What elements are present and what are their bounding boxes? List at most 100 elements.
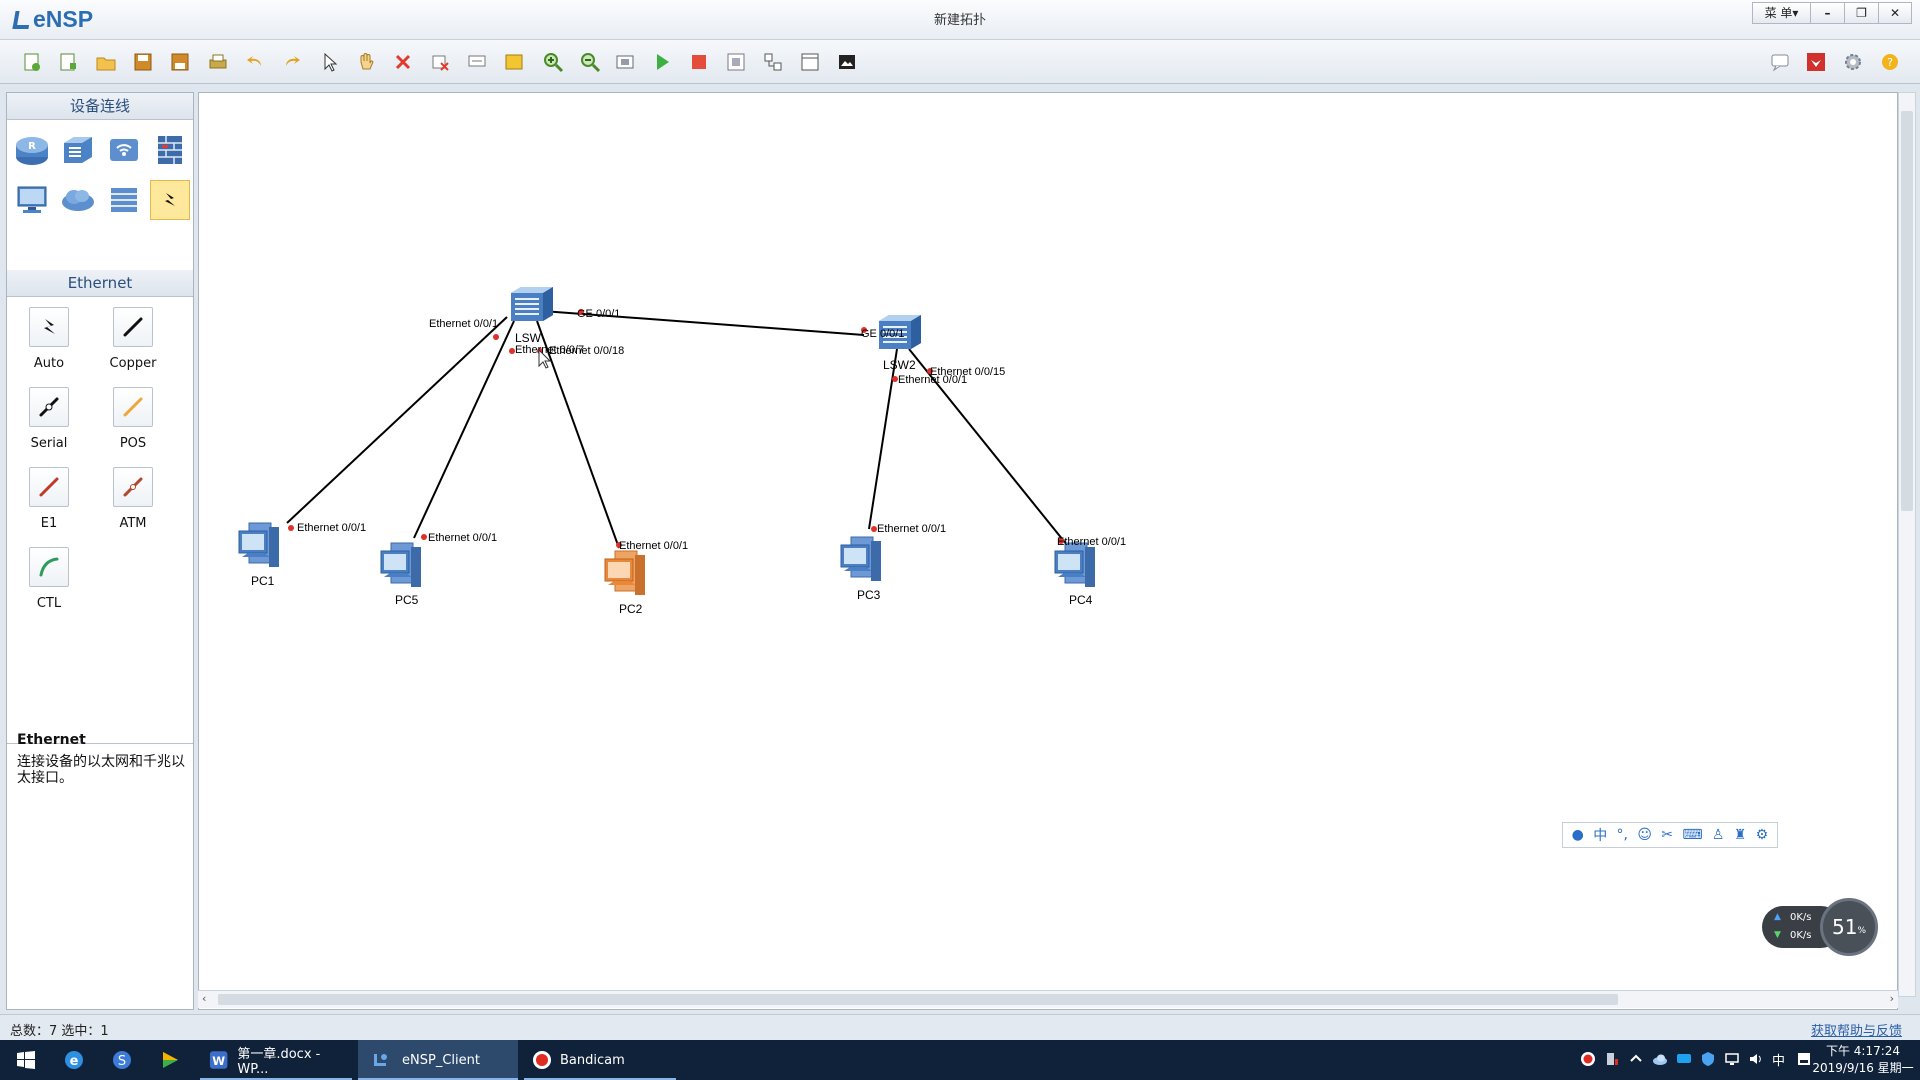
wireless-category[interactable] (104, 130, 144, 170)
palette-button[interactable] (499, 48, 529, 76)
link-lsw1-pc1[interactable] (286, 316, 508, 524)
tray-record-icon[interactable] (1580, 1051, 1596, 1067)
new-example-button[interactable] (53, 48, 83, 76)
tray-notification-icon[interactable] (1796, 1051, 1812, 1067)
select-button[interactable] (314, 48, 344, 76)
window-controls: 菜 单▾ – ❐ ✕ (1752, 2, 1912, 24)
scroll-right-icon[interactable]: › (1889, 992, 1894, 1005)
pc5-device[interactable] (380, 542, 422, 588)
tray-chat-icon[interactable] (1676, 1051, 1692, 1067)
tray-cloud-icon[interactable] (1652, 1051, 1668, 1067)
pos-link-button[interactable]: POS (91, 387, 175, 451)
wps-taskbar-label: 第一章.docx - WP... (237, 1047, 321, 1077)
app2-taskbar-button[interactable]: S (104, 1040, 140, 1080)
scroll-left-icon[interactable]: ‹ (202, 992, 207, 1005)
e1-link-button[interactable]: E1 (7, 467, 91, 531)
link-lsw2-pc3[interactable] (868, 348, 898, 530)
start-device-button[interactable] (647, 48, 677, 76)
pan-button[interactable] (351, 48, 381, 76)
screenshot-button[interactable] (832, 48, 862, 76)
delete-button[interactable] (388, 48, 418, 76)
auto-link-button[interactable]: Auto (7, 307, 91, 371)
menu-button[interactable]: 菜 单▾ (1752, 2, 1810, 24)
start-button[interactable] (8, 1040, 44, 1080)
ime-emoji-icon[interactable]: ☺ (1637, 827, 1652, 843)
media-player-taskbar-button[interactable] (152, 1040, 188, 1080)
ime-lang-toggle[interactable]: 中 (1593, 828, 1608, 844)
copper-link-button[interactable]: Copper (91, 307, 175, 371)
ime-scissors-icon[interactable]: ✂ (1661, 827, 1673, 843)
tray-volume-icon[interactable] (1748, 1051, 1764, 1067)
help-feedback-link[interactable]: 获取帮助与反馈 (1810, 1024, 1902, 1039)
ime-settings-icon[interactable]: ⚙ (1755, 827, 1769, 843)
tray-ime-label[interactable]: 中 (1772, 1054, 1786, 1069)
print-button[interactable] (203, 48, 233, 76)
ime-punct-icon[interactable]: °, (1616, 827, 1628, 843)
network-speed-widget[interactable]: ▲ 0K/s ▼ 0K/s 51% (1762, 898, 1878, 956)
switch-category[interactable] (58, 130, 98, 170)
ie-taskbar-button[interactable]: e (56, 1040, 92, 1080)
serial-link-button[interactable]: Serial (7, 387, 91, 451)
settings-button[interactable] (1838, 48, 1868, 76)
zoom-in-button[interactable] (538, 48, 568, 76)
undo-button[interactable] (240, 48, 270, 76)
huawei-button[interactable] (1801, 48, 1831, 76)
other-device-category[interactable] (104, 180, 144, 220)
ime-user-icon[interactable]: ● (1571, 827, 1584, 843)
topology-button[interactable] (758, 48, 788, 76)
taskbar-clock[interactable]: 下午 4:17:24 2019/9/16 星期一 (1808, 1043, 1918, 1077)
pc1-device[interactable] (238, 522, 280, 568)
redo-button[interactable] (277, 48, 307, 76)
text-button[interactable] (462, 48, 492, 76)
ime-skin-icon[interactable]: ♜ (1733, 827, 1747, 843)
link-lsw1-lsw2[interactable] (528, 309, 865, 336)
restore-button[interactable]: ❐ (1844, 2, 1878, 24)
port-dot (616, 542, 622, 548)
terminal-category[interactable] (12, 180, 52, 220)
ime-person-icon[interactable]: ♙ (1711, 827, 1725, 843)
fit-view-button[interactable] (610, 48, 640, 76)
save-as-button[interactable] (165, 48, 195, 76)
link-lsw2-pc4[interactable] (908, 348, 1068, 546)
vertical-scroll-thumb[interactable] (1901, 111, 1913, 511)
pc4-device[interactable] (1054, 542, 1096, 588)
help-button[interactable]: ? (1875, 48, 1905, 76)
vertical-scrollbar[interactable] (1898, 92, 1916, 997)
link-lsw1-pc2[interactable] (536, 320, 620, 549)
firewall-category[interactable] (150, 130, 190, 170)
ctl-link-button[interactable]: CTL (7, 547, 91, 611)
link-lsw1-pc5[interactable] (413, 320, 515, 539)
port-label: Ethernet 0/0/1 (1057, 536, 1126, 548)
topology-canvas[interactable]: LSW LSW2 PC1 PC5 PC2 PC3 PC4 Ethernet 0/… (198, 92, 1898, 1010)
pc3-device[interactable] (840, 536, 882, 582)
stop-device-button[interactable] (684, 48, 714, 76)
horizontal-scrollbar[interactable]: ‹ › (198, 990, 1898, 1008)
zoom-out-button[interactable] (575, 48, 605, 76)
new-topology-button[interactable] (17, 48, 47, 76)
connection-category[interactable] (150, 180, 190, 220)
bandicam-taskbar-button[interactable]: Bandicam (524, 1040, 676, 1080)
delete-link-button[interactable] (425, 48, 455, 76)
chat-icon (1771, 54, 1789, 72)
ensp-taskbar-button[interactable]: eNSP_Client (358, 1040, 518, 1080)
tray-device-icon[interactable] (1604, 1051, 1620, 1067)
save-button[interactable] (128, 48, 158, 76)
atm-link-button[interactable]: ATM (91, 467, 175, 531)
ime-keyboard-icon[interactable]: ⌨ (1682, 827, 1703, 843)
horizontal-scroll-thumb[interactable] (218, 994, 1618, 1005)
capture-button[interactable] (721, 48, 751, 76)
wps-taskbar-button[interactable]: W 第一章.docx - WP... (200, 1040, 352, 1080)
chat-button[interactable] (1765, 48, 1795, 76)
close-button[interactable]: ✕ (1878, 2, 1912, 24)
switch-lsw1[interactable] (510, 286, 554, 322)
minimize-button[interactable]: – (1810, 2, 1844, 24)
cloud-category[interactable] (58, 180, 98, 220)
pc2-device[interactable] (604, 550, 646, 596)
open-button[interactable] (91, 48, 121, 76)
tray-shield-icon[interactable] (1700, 1051, 1716, 1067)
title-bar: eNSP 新建拓扑 菜 单▾ – ❐ ✕ (0, 0, 1920, 40)
router-category[interactable]: R (12, 130, 52, 170)
layout-button[interactable] (795, 48, 825, 76)
tray-network-icon[interactable] (1724, 1051, 1740, 1067)
tray-arrow-icon[interactable] (1628, 1051, 1644, 1067)
